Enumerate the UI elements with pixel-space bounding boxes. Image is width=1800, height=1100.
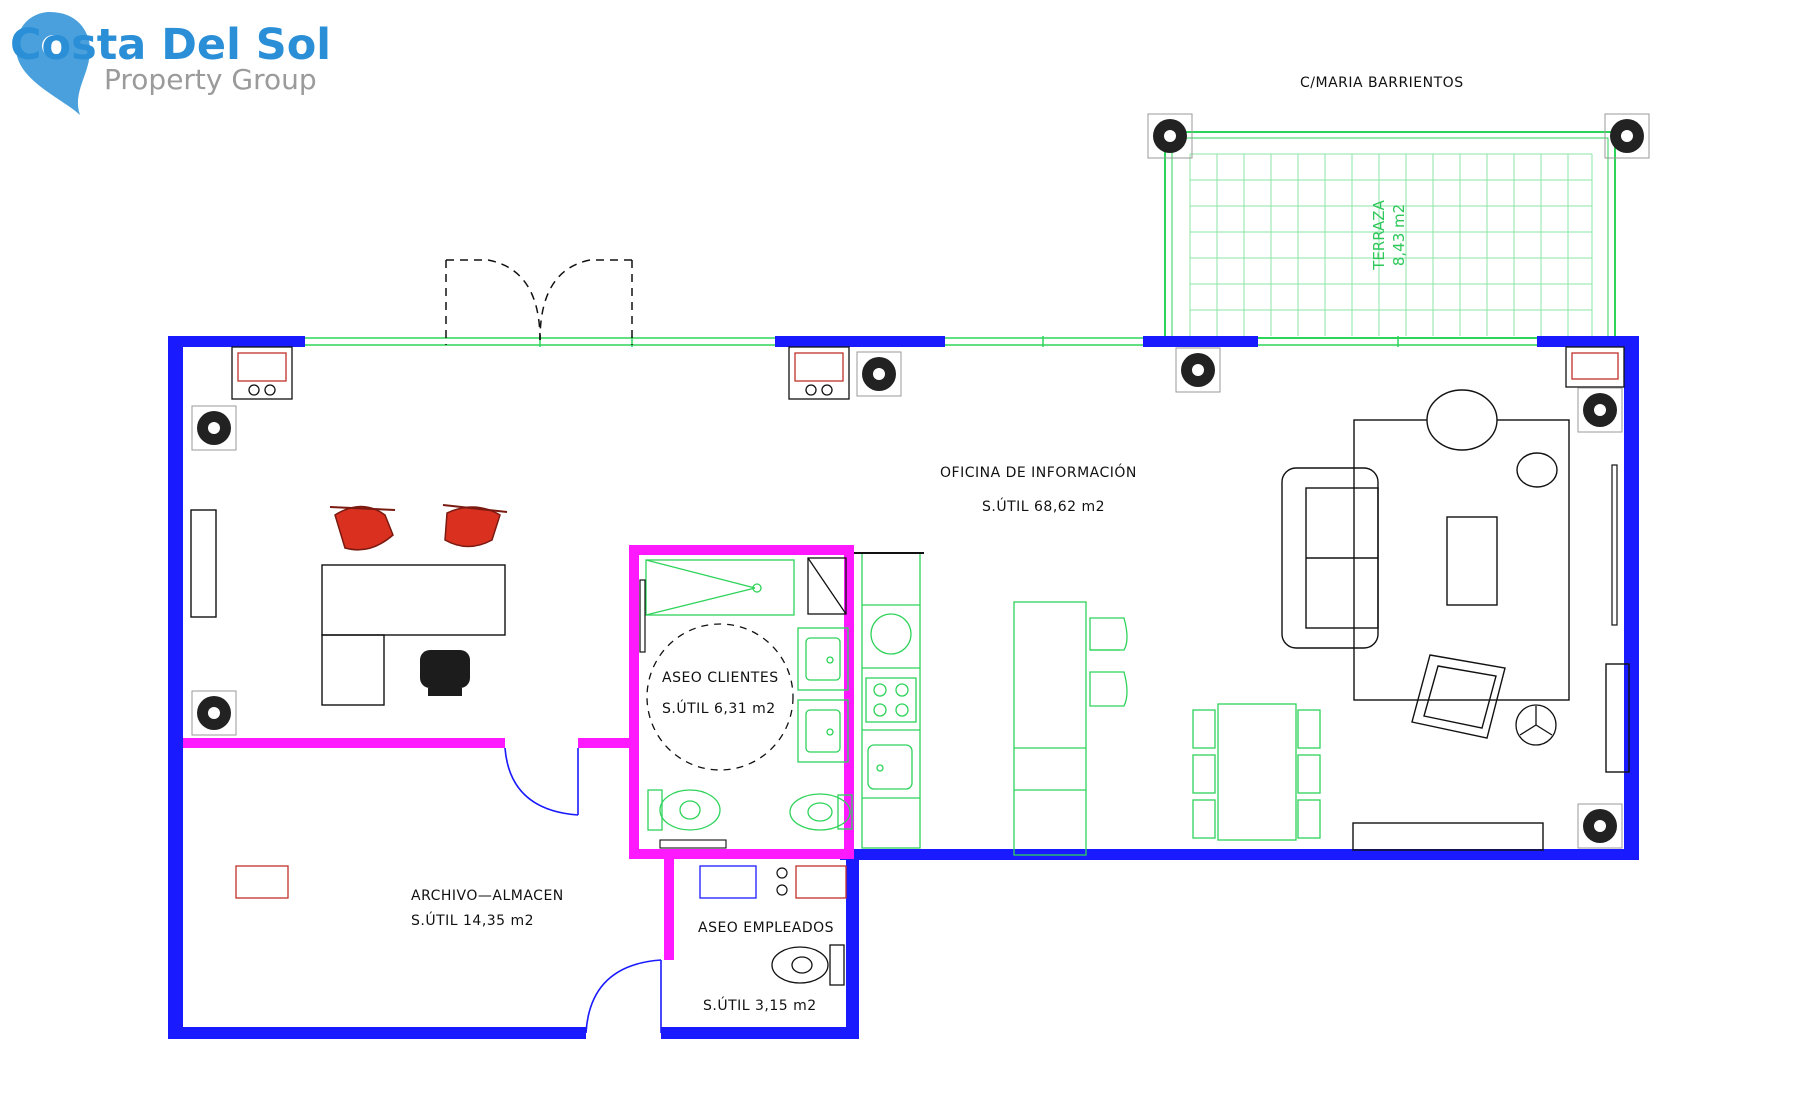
room-area-oficina: S.ÚTIL 68,62 m2 bbox=[982, 497, 1105, 515]
bar-stool-icon bbox=[1089, 617, 1128, 651]
side-table bbox=[1516, 452, 1558, 488]
terrace-label: TERRAZA bbox=[1370, 199, 1388, 270]
kitchen-counter bbox=[861, 552, 921, 849]
terrace-tiles bbox=[1189, 153, 1593, 336]
sink-icon bbox=[797, 699, 849, 763]
sofa-icon bbox=[1281, 467, 1379, 649]
plant-icon bbox=[1604, 113, 1650, 159]
company-logo: Costa Del Sol Property Group bbox=[10, 12, 331, 115]
hob-icon bbox=[865, 677, 917, 723]
desk bbox=[321, 564, 506, 706]
plant-icon bbox=[1175, 347, 1221, 393]
plant-icon bbox=[191, 690, 237, 736]
logo-subtitle: Property Group bbox=[104, 63, 317, 96]
turning-circle bbox=[646, 623, 794, 771]
grab-bar bbox=[659, 839, 727, 849]
bidet-icon bbox=[789, 793, 853, 831]
room-name-aseo-empleados: ASEO EMPLEADOS bbox=[698, 920, 834, 936]
room-name-archivo: ARCHIVO—ALMACEN bbox=[411, 888, 564, 904]
logo-title: Costa Del Sol bbox=[10, 20, 331, 70]
washing-machine-icon bbox=[870, 613, 912, 655]
plant-icon bbox=[856, 351, 902, 397]
left-cabinet bbox=[190, 509, 217, 618]
entrance-door bbox=[445, 259, 633, 345]
interior-walls bbox=[183, 545, 854, 960]
floor-lamp-icon bbox=[1515, 704, 1557, 746]
side-window bbox=[1611, 464, 1618, 626]
bar-stool-icon bbox=[1089, 671, 1128, 707]
terrace-area: 8,43 m2 bbox=[1390, 204, 1408, 266]
plant-icon bbox=[191, 405, 237, 451]
map-pin-icon bbox=[16, 12, 90, 115]
archive-shelf bbox=[235, 865, 289, 899]
room-name-oficina: OFICINA DE INFORMACIÓN bbox=[940, 463, 1137, 481]
breakfast-bar bbox=[1013, 601, 1087, 856]
exterior-walls bbox=[168, 336, 1639, 1039]
dining-table bbox=[1192, 703, 1321, 841]
coffee-table bbox=[1446, 516, 1498, 606]
toilet-icon bbox=[771, 944, 845, 986]
bathroom-window bbox=[639, 579, 646, 653]
red-armchair-icon bbox=[442, 504, 508, 548]
kitchen-sink-icon bbox=[867, 744, 913, 790]
ac-unit-icon bbox=[788, 346, 850, 400]
sink-icon bbox=[797, 627, 849, 691]
plant-icon bbox=[1577, 387, 1623, 433]
terrace bbox=[1164, 131, 1616, 339]
shower-tray bbox=[645, 559, 795, 616]
ac-unit-icon bbox=[231, 346, 293, 400]
water-heater bbox=[795, 865, 847, 899]
ac-unit-icon bbox=[1565, 346, 1625, 388]
office-chair-icon bbox=[420, 650, 470, 696]
armchair-icon bbox=[1411, 654, 1506, 739]
room-area-archivo: S.ÚTIL 14,35 m2 bbox=[411, 911, 534, 929]
red-armchair-icon bbox=[329, 505, 396, 551]
toilet-icon bbox=[647, 789, 721, 831]
street-label: C/MARIA BARRIENTOS bbox=[1300, 75, 1464, 91]
round-table bbox=[1426, 389, 1498, 451]
plant-icon bbox=[1147, 113, 1193, 159]
rug bbox=[1353, 419, 1570, 701]
plant-icon bbox=[1577, 803, 1623, 849]
tv-cabinet bbox=[1605, 663, 1630, 773]
sink-icon bbox=[699, 865, 757, 899]
tap-icon bbox=[776, 867, 788, 896]
room-area-aseo-empleados: S.ÚTIL 3,15 m2 bbox=[703, 996, 817, 1014]
sideboard bbox=[1352, 822, 1544, 851]
room-area-aseo-clientes: S.ÚTIL 6,31 m2 bbox=[662, 699, 776, 717]
room-name-aseo-clientes: ASEO CLIENTES bbox=[662, 670, 779, 686]
interior-doors bbox=[504, 747, 662, 1034]
corner-shelf bbox=[807, 557, 847, 615]
